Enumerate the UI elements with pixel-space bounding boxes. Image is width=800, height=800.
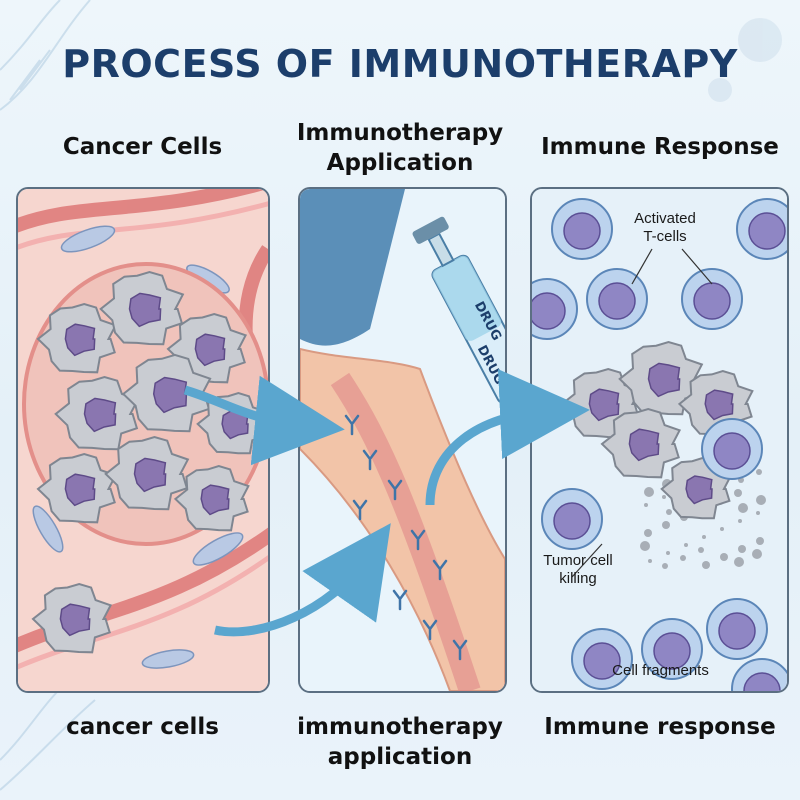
immune-response-panel [530, 187, 789, 693]
cancer-cell [36, 452, 118, 524]
column-heading-immune-response: Immune Response [541, 134, 779, 160]
cancer-cell [99, 270, 185, 346]
antibody-icon [452, 639, 468, 661]
label-line: T-cells [643, 228, 687, 245]
t-cell [681, 268, 743, 330]
caption-cancer-cells: cancer cells [66, 714, 219, 740]
antibody-icon [432, 559, 448, 581]
immune-response-illustration [532, 189, 787, 691]
t-cell [586, 268, 648, 330]
heading-line: Application [326, 150, 474, 176]
t-cells [532, 198, 787, 691]
t-cell [736, 198, 787, 260]
t-cell [706, 598, 768, 660]
cancer-cell [173, 465, 250, 532]
immunotherapy-panel: DRUG DRUG [298, 187, 507, 693]
t-cell [731, 658, 787, 691]
dna-helix-icon [0, 0, 96, 791]
t-cell [532, 278, 578, 340]
cancer-cell [600, 407, 682, 479]
caption-line: immunotherapy [297, 714, 503, 740]
t-cell [541, 488, 603, 550]
caption-line: application [327, 744, 473, 770]
antibody-icon [352, 499, 368, 521]
label-line: Activated [634, 210, 696, 227]
t-cell [701, 418, 763, 480]
antibody-icon [392, 589, 408, 611]
label-line: Tumor cell [543, 552, 613, 569]
antibody-icon [410, 529, 426, 551]
cancer-cell [31, 582, 113, 654]
cancer-cell [36, 302, 118, 374]
antibody-icon [344, 414, 360, 436]
page-title: PROCESS OF IMMUNOTHERAPY [62, 42, 738, 86]
virus-decoration-icon [708, 18, 782, 102]
cancer-cells-panel [16, 187, 270, 693]
label-line: killing [559, 570, 597, 587]
cancer-cell [54, 375, 140, 451]
caption-immunotherapy: immunotherapy application [282, 712, 518, 772]
tumor-cell-killing-label: Tumor cell killing [533, 552, 623, 588]
loose-cancer-cells [31, 582, 113, 654]
heading-line: Immunotherapy [296, 120, 504, 146]
cancer-cell [104, 435, 190, 511]
antibody-icon [422, 619, 438, 641]
activated-t-cells-label: Activated T-cells [620, 210, 710, 246]
cancer-tissue-illustration [18, 189, 268, 691]
antibody-icon [387, 479, 403, 501]
blood-vessel [330, 372, 481, 691]
t-cell [641, 618, 703, 680]
sleeve [300, 189, 405, 346]
column-heading-cancer-cells: Cancer Cells [62, 134, 223, 160]
fibroblast-cell [32, 225, 244, 669]
antibody-icon [362, 449, 378, 471]
column-heading-immunotherapy: Immunotherapy Application [282, 118, 518, 178]
injection-illustration: DRUG DRUG [300, 189, 505, 691]
cell-fragments-label: Cell fragments [612, 662, 709, 679]
t-cell [551, 198, 613, 260]
caption-immune-response: Immune response [544, 714, 776, 740]
cancer-cell [618, 340, 704, 416]
t-cell [571, 628, 633, 690]
